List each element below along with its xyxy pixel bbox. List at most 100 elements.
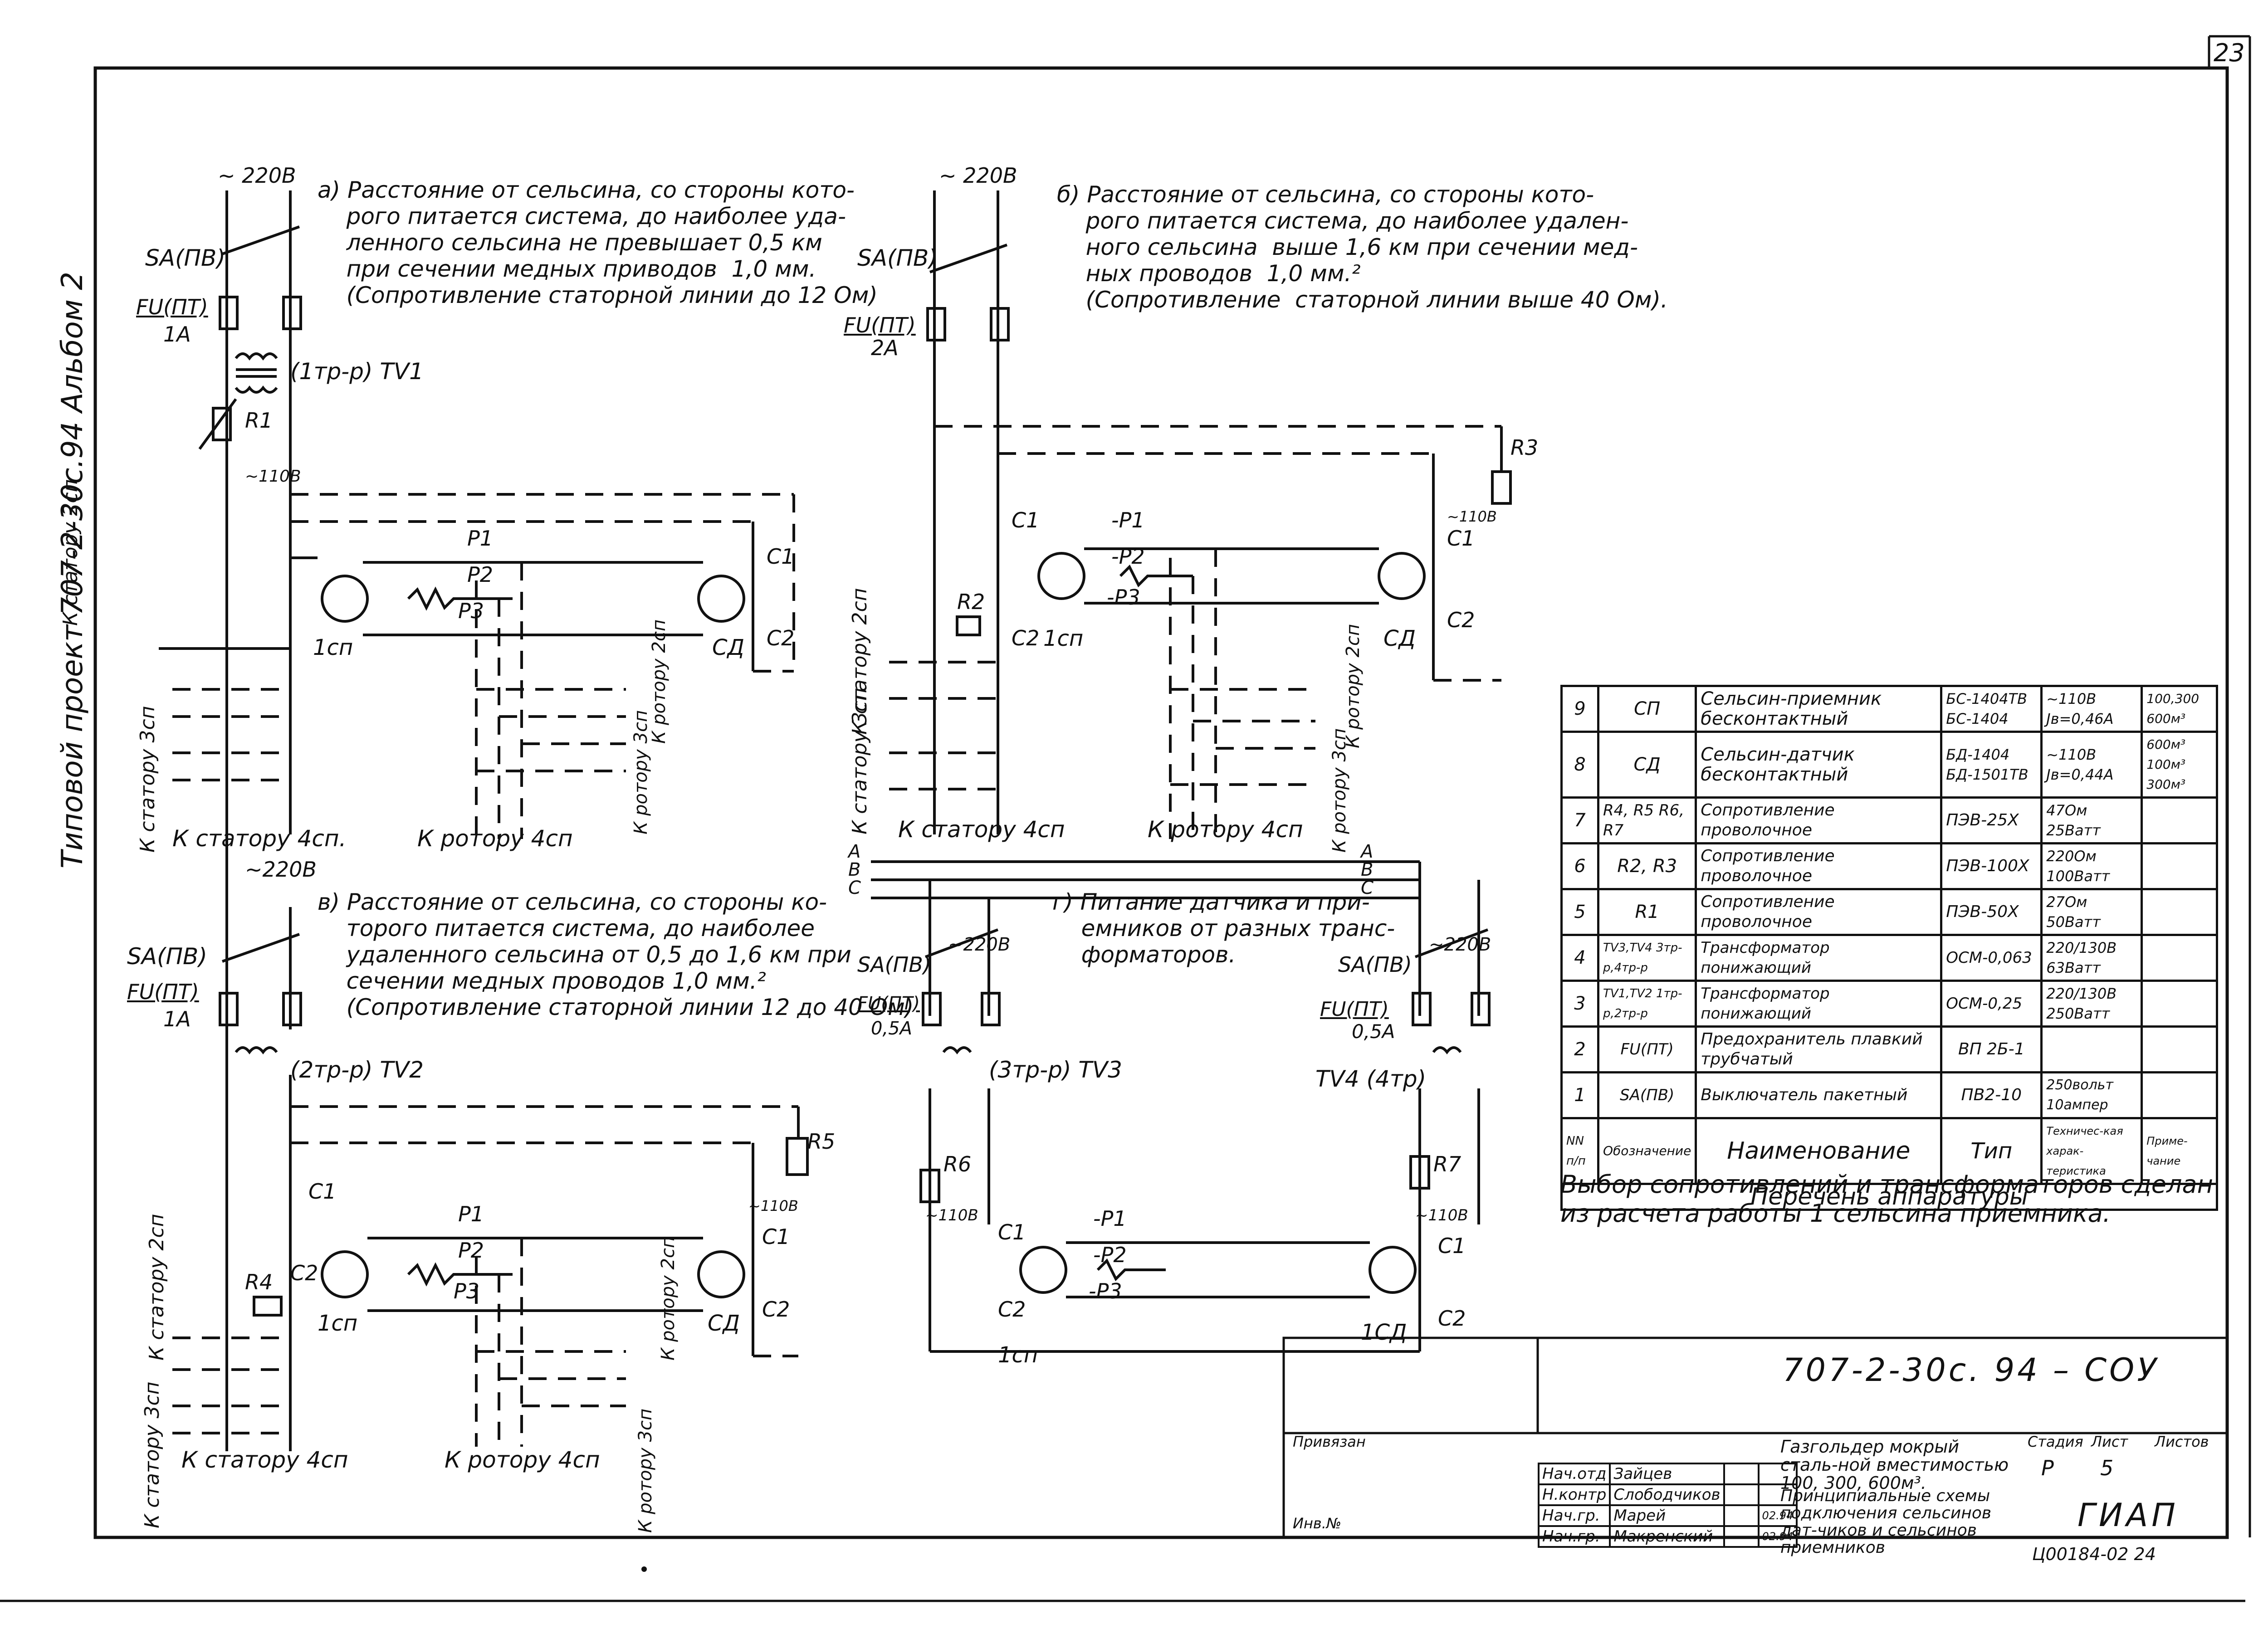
spec-rows: 9 СП Сельсин-приемник бесконтактный БС-1… (1560, 685, 2218, 1211)
spec-cell: ОСМ-0,25 (1940, 980, 2043, 1028)
phase-a-label-right: А (1361, 841, 1374, 862)
resistor-r5-label: R5 (807, 1129, 836, 1154)
archive-code: Ц00184-02 24 (2032, 1544, 2156, 1564)
name-cell: Зайцев (1609, 1463, 1725, 1485)
header-type: Тип (1940, 1117, 2043, 1185)
spec-cell: 600м³ 100м³ 300м³ (2141, 731, 2218, 799)
to-stator-3sp-b: К статору 3сп (848, 688, 871, 834)
to-stator-3sp-v: К статору 3сп (141, 1381, 164, 1528)
drawing-code: 707-2-30с. 94 – СОУ (1783, 1351, 2159, 1389)
spec-cell: 220/130В 63Ватт (2040, 934, 2143, 982)
to-stator-4sp-b: К статору 4сп (898, 816, 1065, 843)
switch-label-g1: SA(ПВ) (857, 952, 931, 977)
equipment-list-table: 9 СП Сельсин-приемник бесконтактный БС-1… (1560, 685, 2218, 1211)
spec-cell: ~110В Jв=0,44А (2040, 731, 2143, 799)
date-cell (1757, 1483, 1798, 1506)
phase-b-label-left: В (848, 859, 861, 880)
spec-cell: 3 (1560, 980, 1599, 1028)
sheet-header: Лист (2091, 1433, 2128, 1450)
table-row: 2 FU(ПТ) Предохранитель плавкий трубчаты… (1560, 1025, 2218, 1073)
switch-label-a: SA(ПВ) (145, 245, 225, 271)
privyazan-label: Привязан (1293, 1433, 1366, 1450)
sheet-title: Принципиальные схемы подключения сельсин… (1780, 1487, 1992, 1557)
sheets-header: Листов (2155, 1433, 2209, 1450)
spec-cell: ПЭВ-100Х (1940, 842, 2043, 890)
p2-label-b: -P2 (1111, 544, 1145, 569)
spec-cell: 100,300 600м³ (2141, 685, 2218, 733)
sensor-sd-label-a: СД (712, 635, 745, 660)
resistor-r3-label: R3 (1510, 435, 1539, 460)
spec-cell: 1 (1560, 1071, 1599, 1119)
c2-label-b: C2 (1012, 626, 1040, 650)
c2-label-b2: C2 (1447, 608, 1475, 632)
fuse-rating-a: 1А (163, 322, 191, 346)
spec-cell (2141, 1071, 2218, 1119)
p1-label-a: P1 (467, 526, 494, 551)
c1-label-v2: C1 (762, 1224, 790, 1249)
spec-cell: ОСМ-0,063 (1940, 934, 2043, 982)
supply-220-v: ~220В (245, 857, 317, 882)
table-row: 9 СП Сельсин-приемник бесконтактный БС-1… (1560, 685, 2218, 733)
role-cell: Нач.гр. (1537, 1504, 1611, 1527)
date-cell (1757, 1463, 1798, 1485)
sheet-value: 5 (2100, 1456, 2114, 1480)
transformer-label-tv1: (1тр-р) TV1 (290, 358, 424, 385)
scheme-v (172, 907, 809, 1451)
header-characteristics: Техничес-кая харак-теристика (2040, 1117, 2143, 1185)
date-cell: 02.94 (1757, 1504, 1798, 1527)
p2-label-g: -P2 (1093, 1243, 1127, 1267)
spec-cell: Сопротивление проволочное (1695, 796, 1943, 844)
scheme-b (889, 190, 1512, 839)
supply-220-b: ~ 220В (939, 163, 1017, 188)
spec-cell: TV1,TV2 1тр-р,2тр-р (1597, 980, 1697, 1028)
fuse-label-g1: FU(ПТ) (857, 993, 920, 1014)
signature-cell (1723, 1504, 1760, 1527)
sensor-sd-label-v: СД (708, 1311, 740, 1336)
spec-cell: Сельсин-датчик бесконтактный (1695, 731, 1943, 799)
p1-label-g: -P1 (1093, 1206, 1127, 1231)
c1-label-g: C1 (998, 1220, 1026, 1244)
table-row: Н.контр Слободчиков (1537, 1483, 1798, 1506)
spec-cell: R2, R3 (1597, 842, 1697, 890)
spec-cell: 27Ом 50Ватт (2040, 888, 2143, 936)
spec-cell: Трансформатор понижающий (1695, 934, 1943, 982)
to-rotor-3sp-v: К ротору 3сп (635, 1408, 656, 1533)
sensor-sd-label-b: СД (1383, 626, 1416, 651)
to-stator-4sp-a: К статору 4сп. (172, 825, 347, 852)
to-stator-2sp-a: К статору 2сп (59, 479, 82, 626)
spec-cell (2141, 980, 2218, 1028)
role-cell: Нач.гр. (1537, 1525, 1611, 1548)
organization-name: ГИАП (2077, 1497, 2179, 1534)
header-name: Наименование (1695, 1117, 1943, 1185)
table-row: Нач.отд Зайцев (1537, 1463, 1798, 1485)
spec-cell: Сопротивление проволочное (1695, 888, 1943, 936)
phase-b-label-right: В (1361, 859, 1374, 880)
spec-cell (2141, 796, 2218, 844)
note-v: в) Расстояние от сельсина, со стороны ко… (318, 889, 914, 1020)
signature-cell (1723, 1483, 1760, 1506)
spec-cell: ПЭВ-25Х (1940, 796, 2043, 844)
spec-cell: 9 (1560, 685, 1599, 733)
spec-cell: 47Ом 25Ватт (2040, 796, 2143, 844)
c2-label-v: C2 (290, 1261, 318, 1285)
receiver-1sp-label-a: 1сп (313, 635, 353, 660)
fuse-label-g2: FU(ПТ) (1320, 998, 1389, 1021)
table-row: 4 TV3,TV4 3тр-р,4тр-р Трансформатор пони… (1560, 934, 2218, 982)
spec-cell: 250вольт 10ампер (2040, 1071, 2143, 1119)
v110-label-g2: ~110В (1415, 1206, 1468, 1224)
spec-cell: ВП 2Б-1 (1940, 1025, 2043, 1073)
resistor-r2-label: R2 (957, 590, 985, 614)
object-title: Газгольдер мокрый сталь-ной вместимостью… (1780, 1437, 2009, 1493)
fuse-rating-g1: 0,5А (871, 1018, 912, 1039)
to-rotor-2sp-a: К ротору 2сп (649, 619, 670, 744)
to-rotor-4sp-v: К ротору 4сп (445, 1447, 600, 1473)
receiver-1sp-label-g: 1сп (998, 1342, 1038, 1368)
supply-220-g2: ~220В (1429, 934, 1491, 955)
p1-label-v: P1 (458, 1202, 484, 1226)
spec-cell (2040, 1025, 2143, 1073)
resistor-r4-label: R4 (245, 1270, 273, 1294)
date-cell: 02.94 (1757, 1525, 1798, 1548)
table-row: 6 R2, R3 Сопротивление проволочное ПЭВ-1… (1560, 842, 2218, 890)
spec-cell: Трансформатор понижающий (1695, 980, 1943, 1028)
header-note: Приме-чание (2141, 1117, 2218, 1185)
